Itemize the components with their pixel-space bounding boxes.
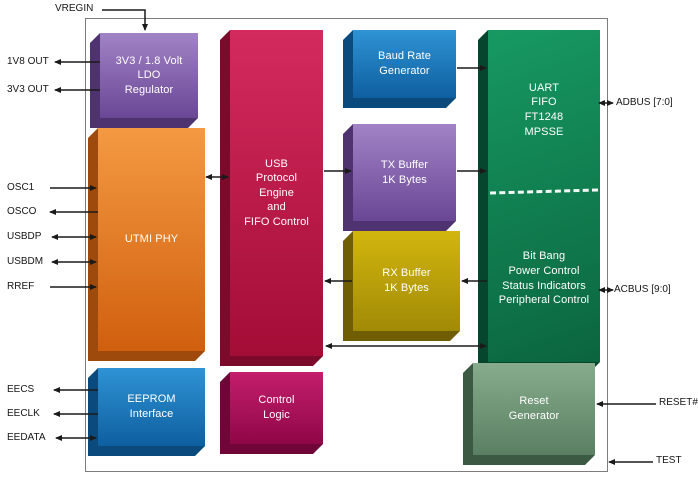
- uart-fifo-section: UART FIFO FT1248 MPSSE: [488, 30, 600, 190]
- pin-label-eedata: EEDATA: [7, 432, 46, 443]
- uart-fifo-label: UART FIFO FT1248 MPSSE: [524, 81, 564, 138]
- control-logic-label: Control Logic: [258, 394, 295, 421]
- block-face: USB Protocol Engine and FIFO Control: [230, 30, 323, 356]
- pin-label-eecs: EECS: [7, 384, 35, 395]
- pin-label-usbdm: USBDM: [7, 256, 44, 267]
- ldo-regulator-label: 3V3 / 1.8 Volt LDO Regulator: [115, 54, 183, 96]
- block-tx-buffer: TX Buffer 1K Bytes: [343, 124, 456, 231]
- block-face: Reset Generator: [473, 363, 595, 455]
- block-face: Baud Rate Generator: [353, 30, 456, 98]
- pin-label-osco: OSCO: [7, 206, 37, 217]
- block-usb-protocol-engine: USB Protocol Engine and FIFO Control: [220, 30, 323, 366]
- block-eeprom-interface: EEPROM Interface: [88, 368, 205, 456]
- block-face: Control Logic: [230, 372, 323, 444]
- pin-label-reset: RESET#: [659, 397, 698, 408]
- block-control-logic: Control Logic: [220, 372, 323, 454]
- pin-label-adbus: ADBUS [7:0]: [616, 97, 673, 108]
- reset-generator-label: Reset Generator: [508, 395, 560, 422]
- pin-label-test: TEST: [656, 455, 682, 466]
- pin-label-osc1: OSC1: [7, 182, 35, 193]
- eeprom-interface-label: EEPROM Interface: [127, 393, 176, 420]
- pin-label-vregin: VREGIN: [55, 3, 94, 14]
- bit-bang-label: Bit Bang Power Control Status Indicators…: [498, 250, 590, 307]
- pin-label-3v3-out: 3V3 OUT: [7, 84, 49, 95]
- pin-label-acbus: ACBUS [9:0]: [614, 284, 671, 295]
- block-rx-buffer: RX Buffer 1K Bytes: [343, 231, 460, 341]
- utmi-phy-label: UTMI PHY: [124, 233, 179, 246]
- pin-label-1v8-out: 1V8 OUT: [7, 56, 49, 67]
- pin-label-eeclk: EECLK: [7, 408, 40, 419]
- block-baud-rate-generator: Baud Rate Generator: [343, 30, 456, 108]
- block-face: UTMI PHY: [98, 128, 205, 351]
- block-reset-generator: Reset Generator: [463, 363, 595, 465]
- tx-buffer-label: TX Buffer 1K Bytes: [380, 158, 429, 186]
- pin-label-rref: RREF: [7, 281, 35, 292]
- usb-protocol-engine-label: USB Protocol Engine and FIFO Control: [244, 157, 309, 228]
- block-utmi-phy: UTMI PHY: [88, 128, 205, 361]
- rx-buffer-label: RX Buffer 1K Bytes: [382, 267, 431, 294]
- block-face: RX Buffer 1K Bytes: [353, 231, 460, 331]
- pin-label-usbdp: USBDP: [7, 231, 42, 242]
- block-face: EEPROM Interface: [98, 368, 205, 446]
- baud-rate-generator-label: Baud Rate Generator: [378, 50, 431, 77]
- block-face: UART FIFO FT1248 MPSSE Bit Bang Power Co…: [488, 30, 600, 362]
- block-ldo-regulator: 3V3 / 1.8 Volt LDO Regulator: [90, 33, 198, 128]
- block-face: TX Buffer 1K Bytes: [353, 124, 456, 221]
- block-face: 3V3 / 1.8 Volt LDO Regulator: [100, 33, 198, 118]
- block-uart-fifo-mpsse: UART FIFO FT1248 MPSSE Bit Bang Power Co…: [478, 30, 600, 372]
- bit-bang-section: Bit Bang Power Control Status Indicators…: [488, 195, 600, 362]
